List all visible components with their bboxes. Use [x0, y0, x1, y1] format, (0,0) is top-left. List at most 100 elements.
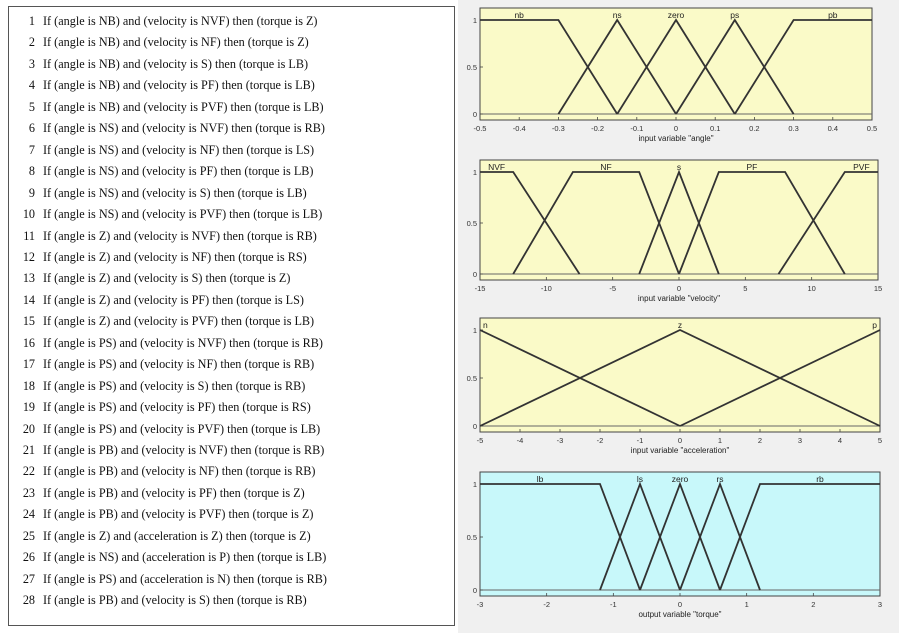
x-tick-label: 10: [807, 284, 815, 293]
rule-number: 22: [22, 464, 35, 479]
membership-line-ls: [599, 481, 681, 591]
membership-line-z: [479, 329, 881, 427]
x-tick-label: 0: [674, 124, 678, 133]
series-label: pb: [828, 10, 838, 20]
y-tick-label: 0.5: [467, 63, 477, 72]
x-tick-label: 2: [811, 600, 815, 609]
rule-row: 17 If (angle is PS) and (velocity is NF) …: [9, 354, 314, 374]
x-tick-label: 3: [878, 600, 882, 609]
x-tick-label: -4: [517, 436, 524, 445]
rule-number: 20: [22, 421, 35, 436]
rule-number: 26: [22, 550, 35, 565]
rule-text: If (angle is NS) and (velocity is PVF) t…: [43, 207, 323, 222]
y-tick-label: 0: [473, 586, 477, 595]
rule-number: 18: [22, 378, 35, 393]
membership-line-rb: [719, 483, 880, 591]
rule-row: 19 If (angle is PS) and (velocity is PF) …: [9, 397, 311, 417]
rule-number: 16: [22, 335, 35, 350]
series-label: PVF: [853, 162, 870, 172]
x-tick-label: 1: [718, 436, 722, 445]
y-tick-label: 1: [473, 326, 477, 335]
series-label: lb: [537, 474, 544, 484]
rule-text: If (angle is NS) and (velocity is PF) th…: [43, 164, 314, 179]
rule-number: 28: [22, 593, 35, 608]
series-label: zero: [668, 10, 685, 20]
x-tick-label: 0.2: [749, 124, 759, 133]
rule-row: 8 If (angle is NS) and (velocity is PF) t…: [9, 161, 314, 181]
y-tick-label: 0: [473, 110, 477, 119]
y-tick-label: 1: [473, 480, 477, 489]
membership-line-pvf: [777, 171, 878, 275]
rule-text: If (angle is PS) and (velocity is NF) th…: [43, 357, 315, 372]
rule-number: 8: [28, 164, 35, 179]
series-label: s: [677, 162, 681, 172]
membership-line-p: [679, 329, 881, 427]
membership-line-pf: [678, 171, 846, 275]
series-label: n: [483, 320, 488, 330]
rule-row: 28 If (angle is PB) and (velocity is S) t…: [9, 590, 307, 610]
rule-number: 1: [28, 14, 35, 28]
series-label: PF: [747, 162, 758, 172]
rule-number: 5: [28, 99, 35, 114]
membership-line-zero: [639, 481, 721, 591]
membership-line-ns: [557, 18, 677, 115]
x-tick-label: 1: [745, 600, 749, 609]
x-tick-label: -2: [543, 600, 550, 609]
rule-text: If (angle is PS) and (velocity is PF) th…: [43, 400, 311, 415]
series-label: p: [872, 320, 877, 330]
x-tick-label: 0: [678, 600, 682, 609]
rule-text: If (angle is Z) and (velocity is PF) the…: [43, 292, 304, 307]
rule-number: 17: [22, 357, 35, 372]
rule-text: If (angle is NS) and (acceleration is P)…: [43, 550, 327, 565]
rule-text: If (angle is NB) and (velocity is PF) th…: [43, 78, 315, 93]
rule-number: 12: [22, 249, 35, 264]
x-tick-label: -5: [477, 436, 484, 445]
rule-row: 22 If (angle is PB) and (velocity is NF) …: [9, 461, 316, 481]
series-label: z: [678, 320, 682, 330]
rule-text: If (angle is PB) and (velocity is S) the…: [43, 593, 307, 608]
rule-text: If (angle is PS) and (velocity is PVF) t…: [43, 421, 321, 436]
series-label: zero: [672, 474, 689, 484]
x-tick-label: -0.4: [513, 124, 526, 133]
series-label: rs: [716, 474, 723, 484]
rule-text: If (angle is NB) and (velocity is PVF) t…: [43, 99, 324, 114]
y-tick-label: 0: [473, 270, 477, 279]
x-tick-label: 15: [874, 284, 882, 293]
x-tick-label: -1: [610, 600, 617, 609]
series-label: ns: [613, 10, 622, 20]
rule-number: 15: [22, 314, 35, 329]
x-tick-label: 0: [677, 284, 681, 293]
rule-number: 13: [22, 271, 35, 286]
rule-number: 19: [22, 400, 35, 415]
x-tick-label: -3: [477, 600, 484, 609]
rule-number: 7: [28, 142, 35, 157]
rule-number: 6: [28, 121, 35, 136]
rule-text: If (angle is PB) and (velocity is PF) th…: [43, 485, 305, 500]
rule-number: 27: [22, 571, 35, 586]
y-tick-label: 0: [473, 422, 477, 431]
membership-line-nvf: [480, 171, 581, 275]
x-tick-label: 0.5: [867, 124, 877, 133]
membership-line-rs: [679, 481, 761, 591]
rule-text: If (angle is Z) and (acceleration is Z) …: [43, 528, 311, 543]
rule-text: If (angle is PB) and (velocity is NF) th…: [43, 464, 316, 479]
rule-number: 14: [22, 292, 35, 307]
y-tick-label: 0.5: [467, 374, 477, 383]
rule-number: 10: [22, 207, 35, 222]
